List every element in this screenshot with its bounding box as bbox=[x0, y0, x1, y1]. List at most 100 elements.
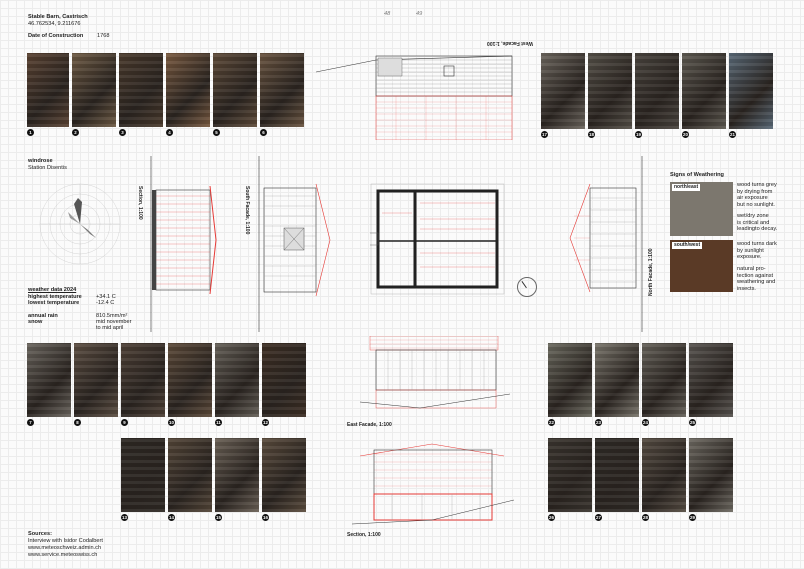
weathering-note-line: but no sunlight. bbox=[737, 201, 775, 208]
construction-date-label: Date of Construction bbox=[28, 33, 84, 39]
detail-photo bbox=[121, 343, 165, 417]
detail-photo bbox=[588, 53, 632, 129]
south-facade-caption: South Facade, 1:100 bbox=[244, 186, 250, 235]
weather-value: mid november bbox=[96, 319, 132, 325]
weathering-note-line: insects. bbox=[737, 285, 756, 292]
west-facade-drawing bbox=[315, 42, 516, 141]
weathering-note-line: tection against bbox=[737, 272, 774, 279]
source-line: Interview with Isidor Codalbert bbox=[28, 538, 103, 544]
photo-number-badge: 2 bbox=[72, 129, 79, 136]
sw-tag: south/west bbox=[672, 242, 703, 249]
detail-photo bbox=[729, 53, 773, 129]
page-number-right: 49 bbox=[416, 11, 423, 17]
east-facade-caption: East Facade, 1:100 bbox=[347, 422, 392, 428]
photo-number-badge: 7 bbox=[27, 419, 34, 426]
section-a-caption: Section, 1:100 bbox=[137, 186, 143, 220]
detail-photo bbox=[27, 53, 69, 127]
photo-number-badge: 16 bbox=[262, 514, 269, 521]
photo-number-badge: 4 bbox=[166, 129, 173, 136]
photo-number-badge: 24 bbox=[642, 419, 649, 426]
weather-title: weather data 2024 bbox=[28, 287, 77, 293]
weathering-note-line: exposure. bbox=[737, 254, 762, 261]
photo-number-badge: 8 bbox=[74, 419, 81, 426]
photo-number-badge: 26 bbox=[548, 514, 555, 521]
photo-number-badge: 19 bbox=[635, 131, 642, 138]
detail-photo bbox=[682, 53, 726, 129]
photo-number-badge: 13 bbox=[121, 514, 128, 521]
project-coordinates: 46.762534, 9.211676 bbox=[28, 21, 81, 27]
photo-number-badge: 22 bbox=[548, 419, 555, 426]
photo-number-badge: 21 bbox=[729, 131, 736, 138]
detail-photo bbox=[595, 438, 639, 512]
weather-value: +34.1 C bbox=[96, 294, 116, 300]
weathering-note-line: is critical and bbox=[737, 219, 770, 226]
section-b-drawing bbox=[351, 440, 515, 528]
section-b-caption: Section, 1:100 bbox=[347, 532, 381, 538]
photo-number-badge: 25 bbox=[689, 419, 696, 426]
weathering-note-line: natural pro- bbox=[737, 266, 766, 272]
detail-photo bbox=[642, 438, 686, 512]
weathering-photo-ne: north/east bbox=[670, 182, 733, 236]
photo-number-badge: 14 bbox=[168, 514, 175, 521]
detail-photo bbox=[642, 343, 686, 417]
weathering-note-line: weathering and bbox=[737, 279, 776, 286]
detail-photo bbox=[689, 343, 733, 417]
detail-photo bbox=[121, 438, 165, 512]
detail-photo bbox=[215, 438, 259, 512]
windrose-diagram bbox=[30, 174, 130, 274]
detail-photo bbox=[689, 438, 733, 512]
detail-photo bbox=[215, 343, 259, 417]
south-facade-drawing bbox=[258, 156, 334, 332]
photo-number-badge: 9 bbox=[121, 419, 128, 426]
source-line: www.service.meteoswiss.ch bbox=[28, 552, 98, 558]
detail-photo bbox=[635, 53, 679, 129]
detail-photo bbox=[119, 53, 163, 127]
weather-label: highest temperature bbox=[28, 294, 82, 300]
photo-number-badge: 6 bbox=[260, 129, 267, 136]
detail-photo bbox=[262, 438, 306, 512]
weather-label: snow bbox=[28, 319, 43, 325]
photo-number-badge: 3 bbox=[119, 129, 126, 136]
detail-photo bbox=[262, 343, 306, 417]
sources-title: Sources: bbox=[28, 531, 52, 537]
floor-plan-drawing bbox=[367, 183, 505, 295]
weathering-note-line: by sunlight bbox=[737, 247, 764, 254]
weather-value: to mid april bbox=[96, 325, 124, 331]
photo-number-badge: 28 bbox=[642, 514, 649, 521]
weathering-note-line: by drying from bbox=[737, 188, 773, 195]
photo-number-badge: 20 bbox=[682, 131, 689, 138]
detail-photo bbox=[595, 343, 639, 417]
page-number-left: 48 bbox=[384, 11, 391, 17]
photo-number-badge: 1 bbox=[27, 129, 34, 136]
photo-number-badge: 11 bbox=[215, 419, 222, 426]
photo-number-badge: 29 bbox=[689, 514, 696, 521]
photo-number-badge: 10 bbox=[168, 419, 175, 426]
weather-label: annual rain bbox=[28, 313, 58, 319]
detail-photo bbox=[548, 343, 592, 417]
detail-photo bbox=[74, 343, 118, 417]
weathering-note-line: wood turns grey bbox=[737, 182, 777, 188]
windrose-title: windrose bbox=[28, 158, 53, 164]
weather-value: -12.4 C bbox=[96, 300, 115, 306]
photo-number-badge: 23 bbox=[595, 419, 602, 426]
detail-photo bbox=[213, 53, 257, 127]
north-arrow-icon bbox=[517, 277, 537, 297]
detail-photo bbox=[260, 53, 304, 127]
weather-value: 810.5mm/m² bbox=[96, 313, 128, 319]
north-facade-caption: North Facade, 1:100 bbox=[648, 248, 654, 296]
detail-photo bbox=[541, 53, 585, 129]
weathering-note-line: wood turns dark bbox=[737, 241, 777, 247]
weathering-note-line: wet/dry zone bbox=[737, 213, 769, 219]
weathering-title: Signs of Weathering bbox=[670, 172, 724, 178]
detail-photo bbox=[72, 53, 116, 127]
ne-tag: north/east bbox=[672, 184, 701, 191]
north-facade-drawing bbox=[566, 156, 644, 332]
detail-photo bbox=[168, 438, 212, 512]
photo-number-badge: 12 bbox=[262, 419, 269, 426]
source-line: www.meteoschweiz.admin.ch bbox=[28, 545, 102, 551]
detail-photo bbox=[168, 343, 212, 417]
photo-number-badge: 15 bbox=[215, 514, 222, 521]
project-title: Stable Barn, Castrisch bbox=[28, 14, 88, 20]
section-a-drawing bbox=[150, 156, 230, 332]
east-facade-drawing bbox=[359, 335, 511, 418]
